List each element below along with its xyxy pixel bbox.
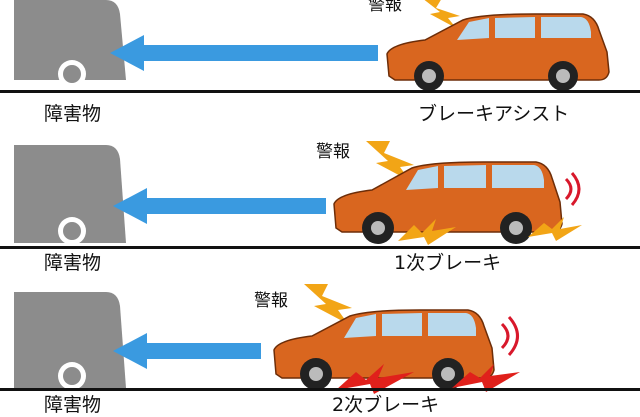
suv-icon	[273, 309, 495, 390]
lightning-bolt-icon	[304, 284, 352, 324]
warning-label: 警報	[368, 0, 402, 15]
panel-primary-brake: 警報 障害物 1次ブレーキ	[0, 133, 640, 274]
distance-arrow-icon	[113, 333, 261, 369]
obstacle-label: 障害物	[44, 103, 102, 125]
obstacle-vehicle-icon	[14, 0, 126, 88]
lightning-bolt-icon	[366, 141, 414, 181]
stage-label: 2次ブレーキ	[332, 394, 440, 416]
warning-label: 警報	[316, 142, 350, 162]
ground-line	[0, 388, 640, 391]
warning-signal-icon	[564, 172, 581, 206]
lightning-bolt-icon	[452, 364, 520, 392]
obstacle-label: 障害物	[44, 394, 102, 416]
ground-line	[0, 90, 640, 93]
stage-label: ブレーキアシスト	[418, 103, 570, 125]
stage-label: 1次ブレーキ	[394, 252, 502, 274]
suv-icon	[386, 13, 610, 91]
warning-signal-icon	[500, 316, 519, 356]
lightning-bolt-icon	[424, 0, 460, 28]
obstacle-label: 障害物	[44, 252, 102, 274]
distance-arrow-icon	[110, 35, 378, 71]
warning-label: 警報	[254, 291, 288, 311]
ground-line	[0, 246, 640, 249]
obstacle-vehicle-icon	[14, 292, 126, 390]
panel-secondary-brake: 警報 障害物 2次ブレーキ	[0, 266, 640, 416]
suv-icon	[333, 161, 563, 244]
obstacle-vehicle-icon	[14, 145, 126, 245]
panel-brake-assist: 警報 障害物 ブレーキアシスト	[0, 0, 640, 133]
lightning-bolt-icon	[398, 219, 456, 245]
distance-arrow-icon	[113, 188, 326, 224]
lightning-bolt-icon	[336, 364, 414, 394]
lightning-bolt-icon	[528, 217, 582, 241]
